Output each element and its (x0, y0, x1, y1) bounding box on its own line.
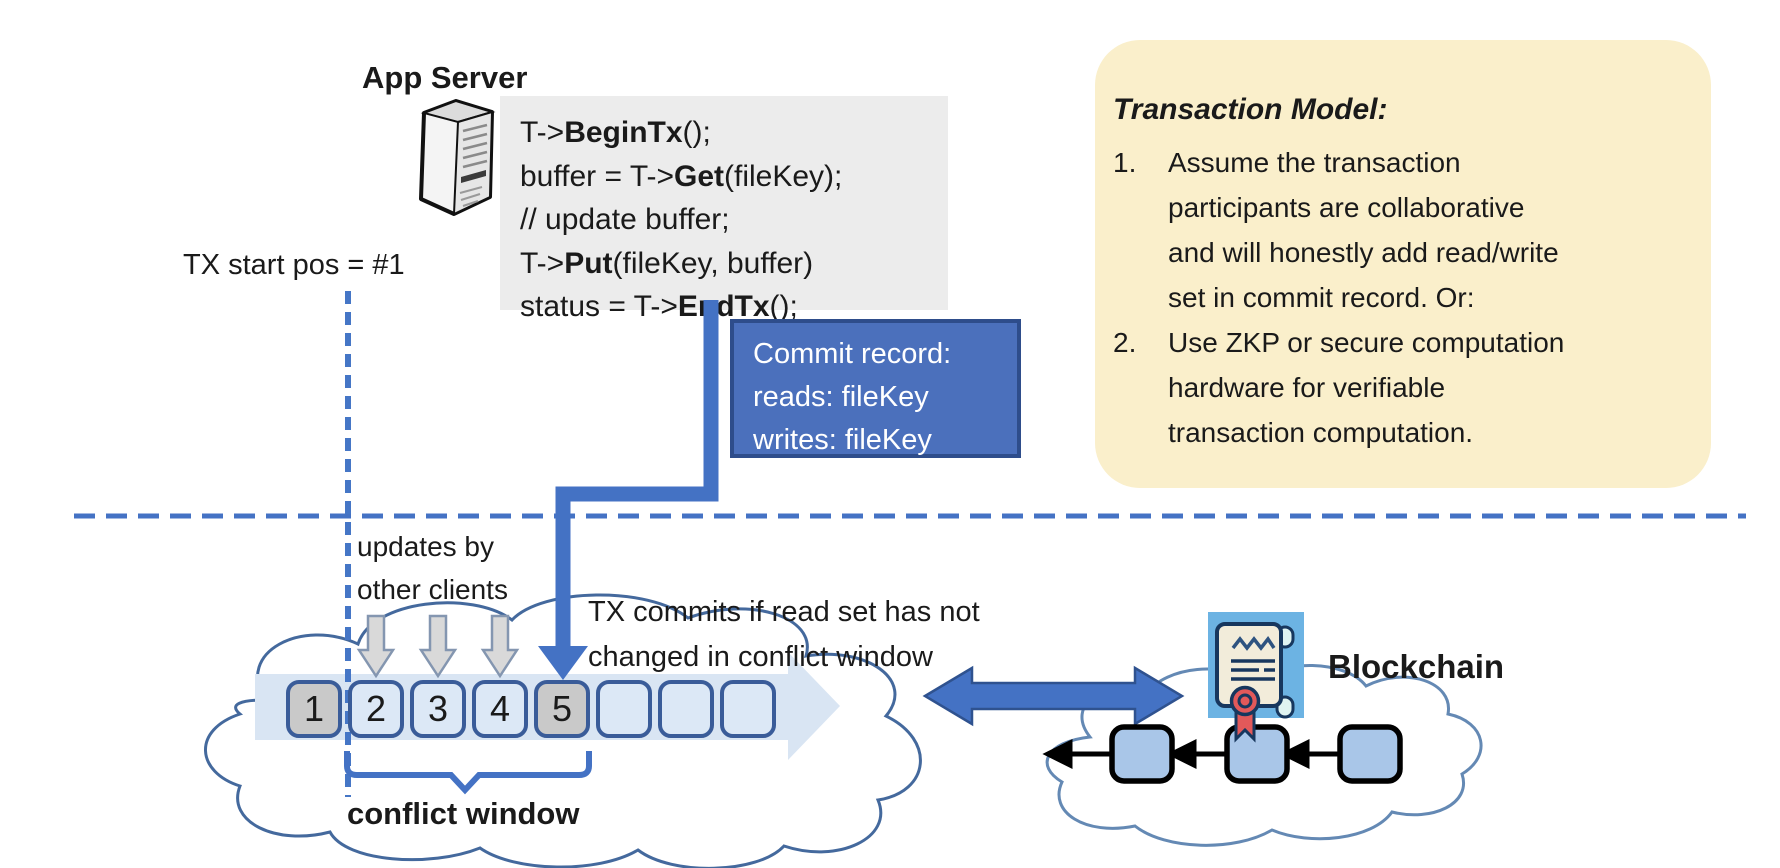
chain-blocks (1109, 724, 1403, 784)
chain-arrowhead-icon (1279, 738, 1310, 770)
app-server-label: App Server (362, 60, 528, 95)
commit-record-reads: reads: fileKey (753, 381, 929, 413)
app-server-icon (419, 99, 496, 216)
sync-double-arrow (922, 665, 1185, 727)
chain-block (1337, 724, 1403, 784)
commit-record-writes: writes: fileKey (753, 424, 932, 456)
updates-by-other-clients-label: updates by other clients (357, 531, 508, 605)
slot-number: 4 (489, 688, 511, 729)
commit-flow-arrowhead (538, 646, 588, 680)
code-line: // update buffer; (520, 203, 730, 236)
slot-number: 2 (365, 688, 387, 729)
ledger-slot-2: 2 (348, 680, 404, 738)
slot-number: 5 (551, 688, 573, 729)
blockchain-label: Blockchain (1328, 648, 1505, 685)
update-arrow-icon (480, 614, 520, 679)
other-client-update-arrows (356, 614, 520, 679)
transaction-model-title: Transaction Model: (1113, 93, 1388, 126)
tx-commits-condition-label: TX commits if read set has not changed i… (588, 596, 980, 673)
conflict-window-brace (344, 751, 592, 795)
ledger-slot-6 (596, 680, 652, 738)
code-line: T->Put(fileKey, buffer) (520, 246, 814, 280)
conflict-window-label: conflict window (347, 796, 580, 831)
chain-arrowhead-icon (1042, 738, 1073, 770)
list-item: participants are collaborative (1168, 192, 1525, 223)
ledger-slot-5: 5 (534, 680, 590, 738)
ledger-slot-3: 3 (410, 680, 466, 738)
ledger-slot-8 (720, 680, 776, 738)
tx-start-pos-label: TX start pos = #1 (183, 249, 405, 281)
slot-number: 1 (303, 688, 325, 729)
ledger-certificate-icon (1208, 612, 1304, 743)
list-item: set in commit record. Or: (1168, 282, 1475, 313)
list-item: and will honestly add read/write (1168, 237, 1559, 268)
transaction-code-block: T->BeginTx(); buffer = T->Get(fileKey); … (500, 96, 948, 323)
ledger-slot-7 (658, 680, 714, 738)
list-item: 2.Use ZKP or secure computation (1113, 327, 1565, 358)
update-arrow-icon (418, 614, 458, 679)
commit-flow-arrow (538, 300, 719, 680)
chain-arrowhead-icon (1166, 738, 1197, 770)
code-line: T->BeginTx(); (520, 116, 711, 149)
list-item: hardware for verifiable (1168, 372, 1446, 403)
code-line: buffer = T->Get(fileKey); (520, 159, 843, 193)
list-item: transaction computation. (1168, 417, 1474, 448)
code-line: status = T->EndTx(); (520, 290, 798, 323)
update-arrow-icon (356, 614, 396, 679)
chain-links (1042, 738, 1340, 770)
slot-number: 3 (427, 688, 449, 729)
chain-block (1224, 724, 1290, 784)
chain-block (1109, 724, 1175, 784)
list-item: 1.Assume the transaction (1113, 147, 1461, 178)
transaction-model-list: 1.Assume the transaction participants ar… (1113, 140, 1564, 455)
ledger-slot-1: 1 (286, 680, 342, 738)
commit-record-box: Commit record: reads: fileKey writes: fi… (730, 319, 1021, 458)
commit-record-title: Commit record: (753, 338, 952, 370)
transaction-model-note (1095, 40, 1711, 488)
ledger-slot-4: 4 (472, 680, 528, 738)
